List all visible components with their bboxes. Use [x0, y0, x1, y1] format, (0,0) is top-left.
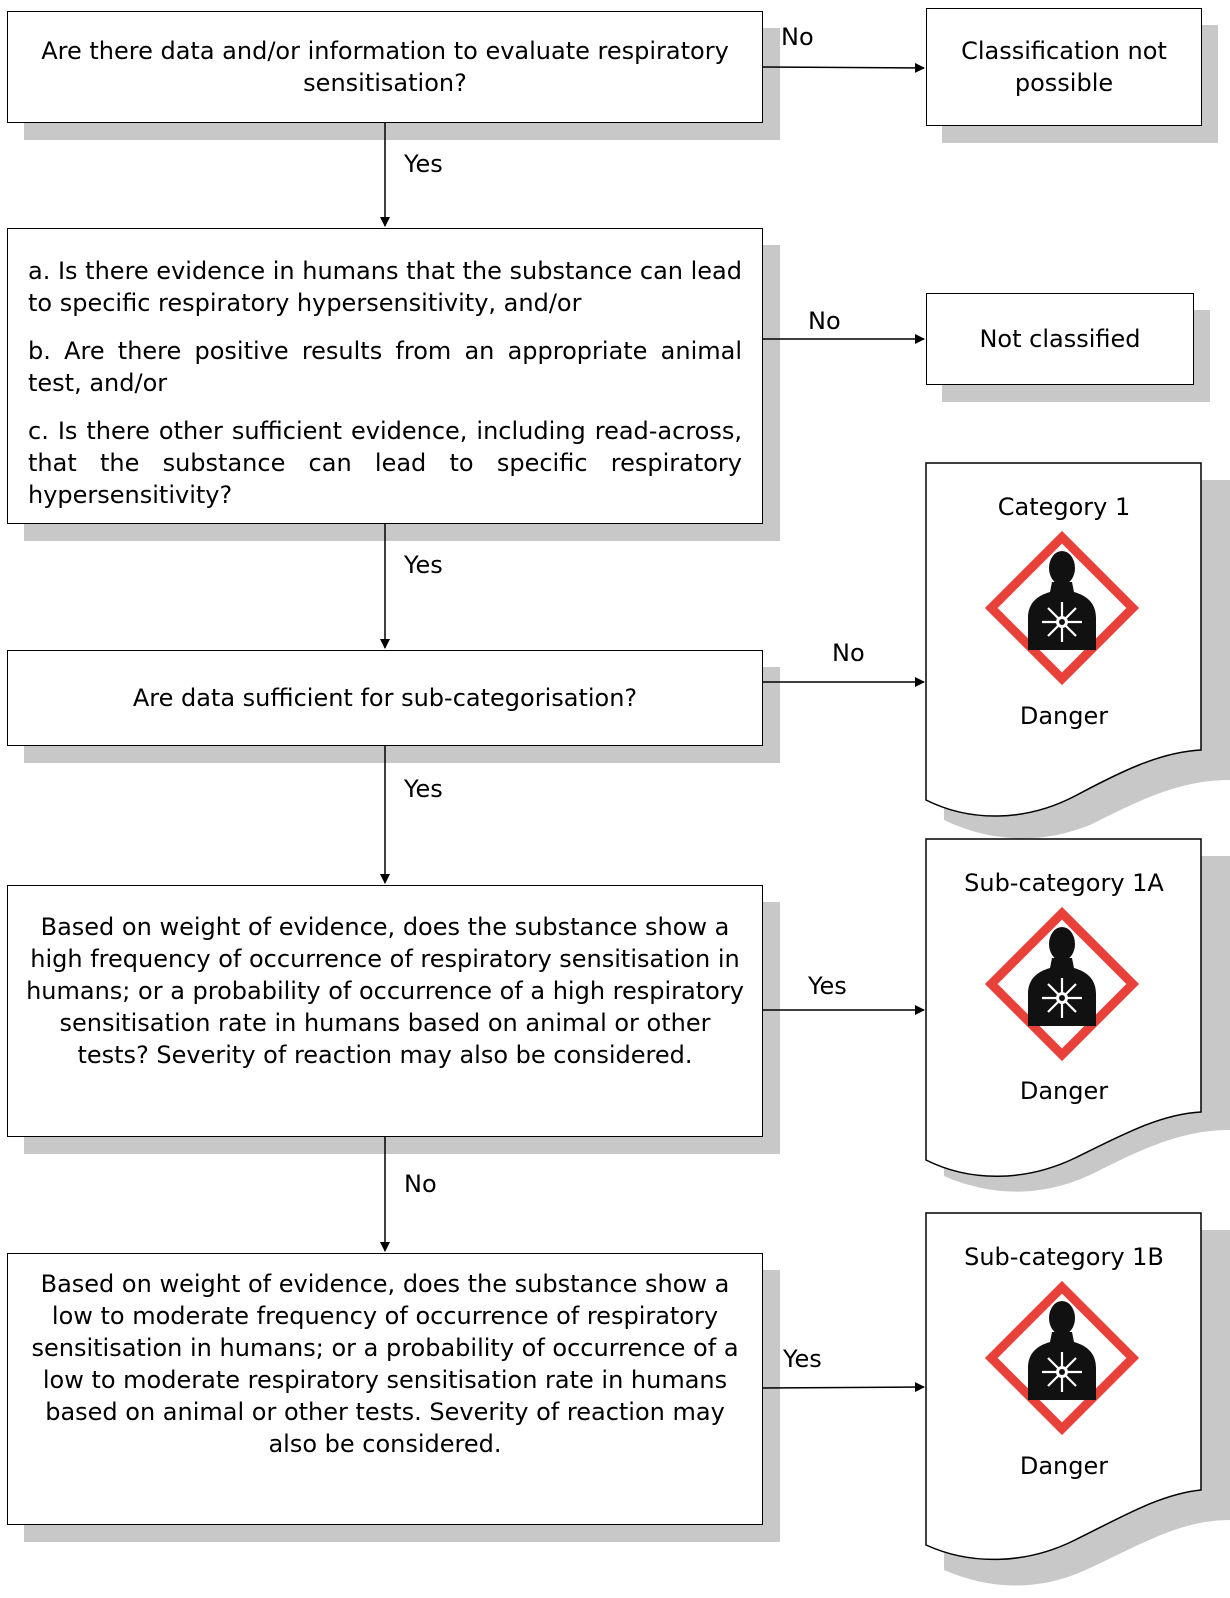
q4-box: Based on weight of evidence, does the su…	[7, 885, 763, 1137]
edge-label-q2-yes: Yes	[404, 551, 443, 579]
edge-label-q4-no: No	[404, 1170, 437, 1198]
not-possible-text: Classification not possible	[961, 37, 1167, 97]
q5-text: Based on weight of evidence, does the su…	[31, 1270, 739, 1458]
result-signal-sub-category-1b: Danger	[1019, 1452, 1109, 1480]
not-classified-text: Not classified	[979, 325, 1141, 353]
q5-yes-arrow	[762, 1382, 925, 1393]
q1-box: Are there data and/or information to eva…	[7, 11, 763, 123]
q1-text: Are there data and/or information to eva…	[41, 37, 729, 97]
edge-label-q1-yes: Yes	[404, 150, 443, 178]
q2-criterion-a: a. Is there evidence in humans that the …	[28, 257, 742, 317]
q1-no-arrow	[762, 62, 925, 73]
edge-label-q3-no: No	[832, 639, 865, 667]
q2-criterion-b: b. Are there positive results from an ap…	[28, 337, 742, 397]
q4-text: Based on weight of evidence, does the su…	[26, 913, 744, 1069]
q5-box: Based on weight of evidence, does the su…	[7, 1253, 763, 1525]
q2-box: a. Is there evidence in humans that the …	[7, 228, 763, 524]
q3-box: Are data sufficient for sub-categorisati…	[7, 650, 763, 746]
result-signal-category-1: Danger	[1019, 702, 1109, 730]
result-title-sub-category-1b: Sub-category 1B	[964, 1243, 1164, 1271]
not-possible-box: Classification not possible	[926, 8, 1202, 126]
edge-label-q1-no: No	[781, 23, 814, 51]
edge-label-q5-yes: Yes	[783, 1345, 822, 1373]
q3-text: Are data sufficient for sub-categorisati…	[132, 684, 638, 712]
not-classified-box: Not classified	[926, 293, 1194, 385]
result-title-category-1: Category 1	[997, 493, 1131, 521]
edge-label-q3-yes: Yes	[404, 775, 443, 803]
q2-criterion-c: c. Is there other sufficient evidence, i…	[28, 417, 742, 509]
edge-label-q4-yes: Yes	[808, 972, 847, 1000]
result-signal-sub-category-1a: Danger	[1019, 1077, 1109, 1105]
result-title-sub-category-1a: Sub-category 1A	[964, 869, 1164, 897]
edge-label-q2-no: No	[808, 307, 841, 335]
